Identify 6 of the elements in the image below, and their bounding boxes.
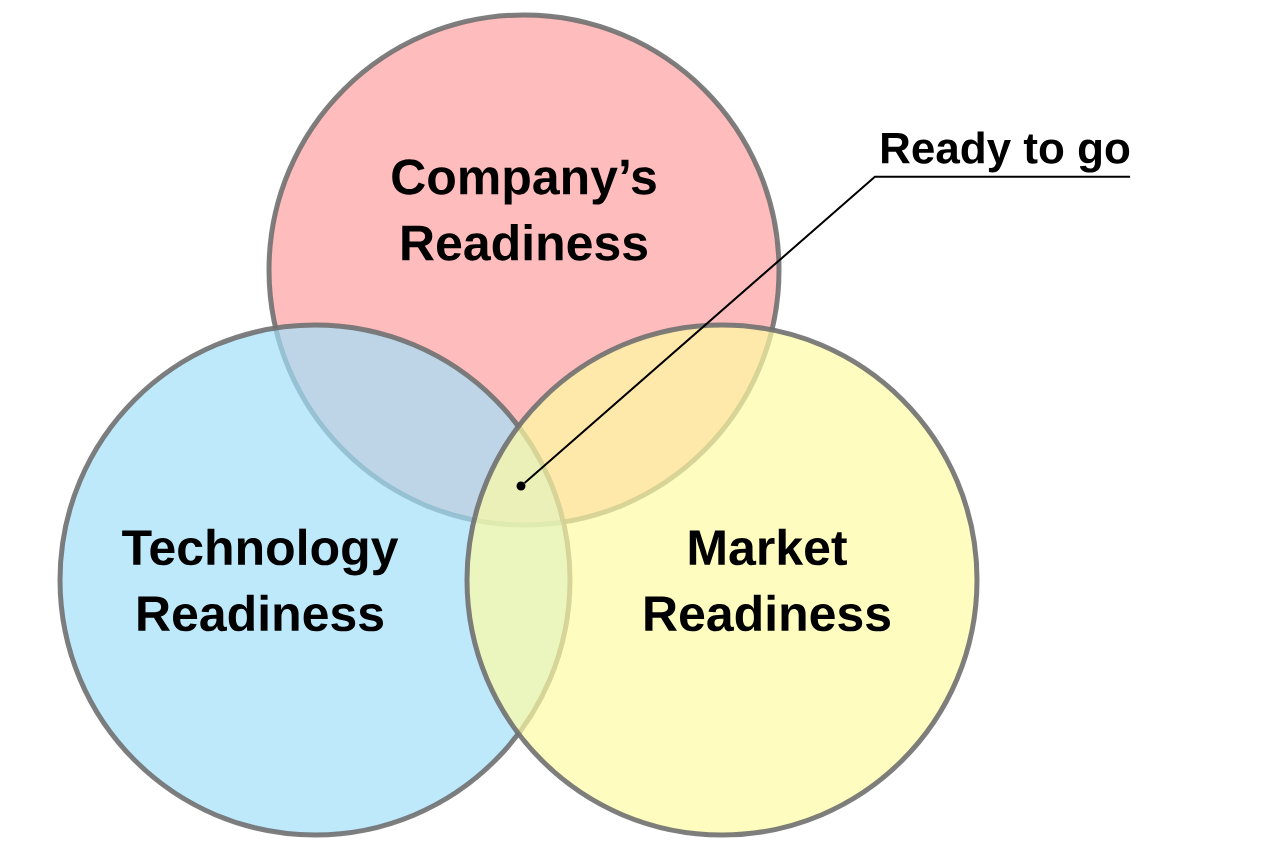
circle-label: Technology Readiness xyxy=(122,528,399,632)
leader-line xyxy=(523,175,1132,484)
circle-label: Market Readiness xyxy=(645,528,890,632)
callout-text: Ready to go xyxy=(882,131,1130,173)
circle-label: Company’s Readiness xyxy=(392,159,656,261)
venn-circle xyxy=(464,322,980,838)
